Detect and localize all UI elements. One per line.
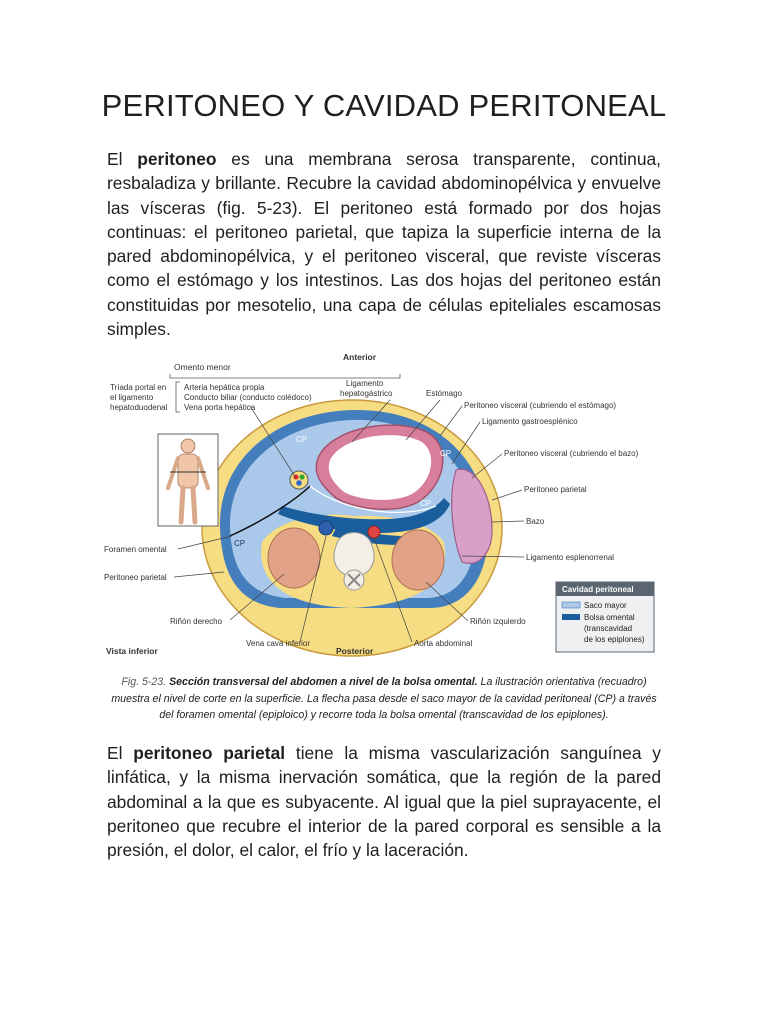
left-kidney — [391, 529, 445, 591]
spinal-cord-x — [347, 573, 361, 587]
inset-head — [180, 438, 196, 454]
intro-pre: El — [107, 149, 138, 169]
vertebral-body — [333, 532, 375, 577]
label-pp-left: Peritoneo parietal — [104, 573, 167, 582]
label-rinon-der: Riñón derecho — [170, 617, 223, 626]
label-triada-1: Tríada portal en — [110, 383, 166, 392]
page-title: PERITONEO Y CAVIDAD PERITONEAL — [101, 88, 667, 123]
label-lig-hepato-2: hepatogástrico — [340, 389, 393, 398]
label-lig-gastro: Ligamento gastroesplénico — [482, 417, 578, 426]
portal-triad — [289, 470, 309, 490]
label-vista-inferior: Vista inferior — [106, 646, 158, 656]
label-rinon-izq: Riñón izquierdo — [470, 617, 526, 626]
cp-label-3: CP — [440, 449, 451, 458]
spleen — [451, 468, 493, 564]
caption-fignum: Fig. 5-23. — [121, 676, 167, 688]
label-posterior: Posterior — [336, 646, 374, 656]
label-aorta: Aorta abdominal — [414, 639, 472, 648]
cp-label-4: CP — [420, 499, 431, 508]
label-estomago: Estómago — [426, 389, 463, 398]
aorta — [367, 525, 381, 539]
legend-title: Cavidad peritoneal — [562, 585, 634, 594]
inset-arms — [166, 456, 210, 490]
legend-bolsa-1: Bolsa omental — [584, 613, 635, 622]
right-kidney — [267, 527, 321, 589]
label-lig-esplenorrenal: Ligamento esplenorrenal — [526, 553, 614, 562]
label-omento-menor: Omento menor — [174, 362, 231, 372]
legend-bolsa-2: (transcavidad — [584, 624, 632, 633]
legend-swatch-bolsa — [562, 614, 580, 620]
label-triada-2: el ligamento — [110, 393, 154, 402]
cp-label-1: CP — [296, 435, 307, 444]
inferior-vena-cava — [318, 520, 334, 536]
omento-bracket — [169, 374, 401, 379]
caption-text: La ilustración orientativa (recuadro) mu… — [111, 676, 657, 721]
label-foramen: Foramen omental — [104, 545, 167, 554]
intro-text: es una membrana serosa transparente, con… — [107, 149, 661, 340]
label-pp-right: Peritoneo parietal — [524, 485, 587, 494]
parietal-text: tiene la misma vascularización sanguínea… — [107, 743, 661, 861]
parietal-paragraph: El peritoneo parietal tiene la misma vas… — [107, 741, 661, 862]
label-conducto: Conducto biliar (conducto colédoco) — [184, 393, 312, 402]
label-arteria: Arteria hepática propia — [184, 383, 265, 392]
label-vena-porta: Vena porta hepática — [184, 403, 256, 412]
legend-swatch-saco — [561, 601, 581, 609]
parietal-term: peritoneo parietal — [133, 743, 286, 763]
cp-label-5: CP — [234, 539, 245, 548]
anatomy-figure: CP CP CP CP CP Anterior Omento menor Trí… — [100, 346, 666, 662]
label-triada-3: hepatoduodenal — [110, 403, 168, 412]
bile-duct-dot — [299, 474, 305, 480]
label-anterior: Anterior — [343, 352, 377, 362]
label-lig-hepato-1: Ligamento — [346, 379, 384, 388]
foramen-arrow — [229, 485, 311, 537]
portal-vein-dot — [296, 480, 302, 486]
inset-legs — [178, 485, 198, 525]
leader-lines — [173, 399, 525, 643]
label-pv-bazo: Peritoneo visceral (cubriendo el bazo) — [504, 449, 639, 458]
inset-torso — [177, 453, 199, 489]
intro-paragraph: El peritoneo es una membrana serosa tran… — [107, 147, 661, 341]
figure-caption: Fig. 5-23. Sección transversal del abdom… — [108, 674, 660, 724]
triada-bracket — [175, 381, 180, 413]
label-vena-cava: Vena cava inferior — [246, 639, 310, 648]
legend-header — [556, 582, 654, 596]
label-bazo: Bazo — [526, 517, 545, 526]
legend-bolsa-3: de los epiplones) — [584, 635, 645, 644]
cp-label-2: CP — [336, 471, 347, 480]
label-pv-estomago: Peritoneo visceral (cubriendo el estómag… — [464, 401, 616, 410]
stomach-lumen — [328, 435, 432, 500]
parietal-pre: El — [107, 743, 134, 763]
legend-saco: Saco mayor — [584, 601, 627, 610]
bursa-arrow — [309, 485, 437, 514]
caption-title: Sección transversal del abdomen a nivel … — [169, 676, 478, 688]
anatomy-diagram: CP CP CP CP CP Anterior Omento menor Trí… — [104, 352, 655, 657]
intro-term: peritoneo — [137, 149, 217, 169]
